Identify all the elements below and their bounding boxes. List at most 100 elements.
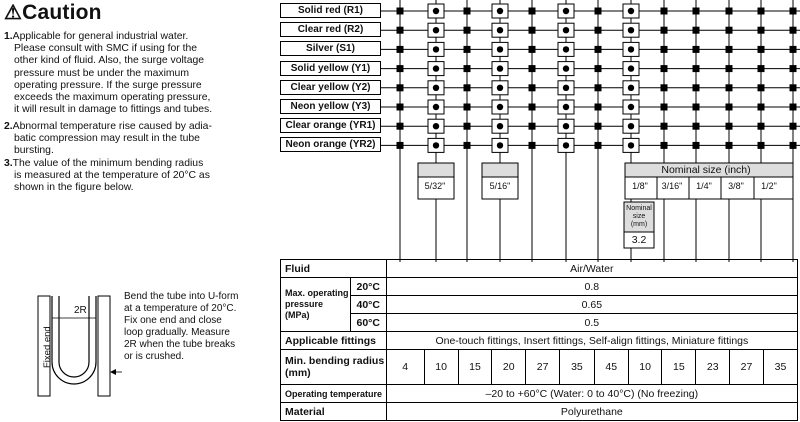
available-square — [528, 141, 536, 149]
row-pressure-20: Max. operating pressure (MPa) 20°C 0.8 — [280, 277, 799, 332]
available-square — [789, 84, 797, 92]
available-dot — [627, 7, 635, 15]
note-number: 2. — [4, 121, 13, 132]
available-square — [692, 45, 700, 53]
inch-size-label: 1/2" — [761, 181, 777, 191]
available-square — [757, 7, 765, 15]
bending-value: 27 — [525, 349, 560, 385]
arrow-left-icon — [110, 369, 116, 375]
available-square — [789, 65, 797, 73]
available-square — [396, 45, 404, 53]
bending-value: 35 — [762, 349, 799, 385]
pressure-value: 0.65 — [385, 295, 799, 314]
available-square — [789, 122, 797, 130]
available-square — [725, 122, 733, 130]
bending-value: 15 — [661, 349, 697, 385]
available-square — [789, 141, 797, 149]
nominal-mm-header — [623, 201, 655, 233]
note-line: The value of the minimum bending radius — [12, 158, 204, 169]
available-dot — [627, 123, 635, 130]
pressure-label: Max. operating pressure (MPa) — [280, 277, 351, 332]
pressure-temp: 40°C — [349, 295, 387, 314]
note-line: operating pressure. If the surge pressur… — [14, 79, 202, 91]
fixed-plate-left — [37, 295, 51, 397]
bending-value: 10 — [423, 349, 459, 385]
available-square — [692, 26, 700, 34]
note-line: Applicable for general industrial water. — [12, 31, 189, 42]
nominal-inch-title: Nominal size (inch) — [661, 164, 751, 176]
available-dot — [562, 7, 570, 15]
instruction-line: at a temperature of 20°C. — [124, 303, 237, 315]
color-label: Solid yellow (Y1) — [280, 60, 381, 76]
u-tube-outer — [51, 296, 97, 385]
available-square — [660, 103, 668, 111]
available-square — [757, 84, 765, 92]
available-square — [789, 103, 797, 111]
available-square — [757, 141, 765, 149]
optemp-label: Operating temperature — [280, 384, 387, 403]
warning-triangle-icon: ⚠ — [4, 2, 23, 24]
available-square — [396, 141, 404, 149]
available-square — [396, 84, 404, 92]
available-square — [396, 103, 404, 111]
size-label-5-16: 5/16" — [489, 181, 511, 191]
inch-size-label: 1/4" — [696, 181, 712, 191]
available-square — [594, 7, 602, 15]
available-square — [463, 26, 471, 34]
available-dot — [432, 65, 440, 72]
size-label-5-32: 5/32" — [424, 181, 446, 191]
available-dot — [627, 65, 635, 72]
available-dot — [627, 142, 635, 149]
available-square — [594, 65, 602, 73]
available-dot — [496, 103, 504, 111]
available-square — [463, 141, 471, 149]
material-value: Polyurethane — [385, 402, 799, 421]
available-dot — [496, 142, 504, 149]
available-square — [528, 103, 536, 111]
instruction-line: loop gradually. Measure — [124, 327, 230, 339]
available-dot — [627, 103, 635, 111]
pressure-value: 0.5 — [385, 313, 799, 332]
caution-note-1: 1.Applicable for general industrial wate… — [4, 31, 260, 116]
bending-label: Min. bending radius (mm) — [280, 349, 387, 385]
note-number: 3. — [4, 158, 13, 169]
caution-note-3: 3.The value of the minimum bending radiu… — [4, 158, 260, 195]
color-label: Silver (S1) — [280, 41, 381, 57]
available-square — [725, 103, 733, 111]
available-square — [789, 26, 797, 34]
available-square — [757, 26, 765, 34]
available-square — [725, 26, 733, 34]
available-square — [463, 65, 471, 73]
inch-size-label: 1/8" — [632, 181, 648, 191]
caution-heading: ⚠Caution — [4, 1, 102, 24]
available-square — [594, 26, 602, 34]
available-square — [528, 84, 536, 92]
available-dot — [496, 7, 504, 15]
available-square — [692, 141, 700, 149]
available-dot — [496, 65, 504, 72]
note-line: other kind of fluid. Also, the surge vol… — [14, 55, 205, 67]
instruction-line: Bend the tube into U-form — [124, 291, 239, 302]
available-square — [463, 122, 471, 130]
u-tube-figure — [37, 295, 122, 397]
available-square — [528, 122, 536, 130]
available-dot — [432, 123, 440, 130]
color-label: Clear red (R2) — [280, 22, 381, 38]
available-dot — [496, 84, 504, 92]
fittings-label: Applicable fittings — [280, 331, 387, 350]
note-line: it will result in damage to fittings and… — [14, 104, 213, 116]
nominal-mm-title: Nominal size (mm) — [626, 205, 652, 228]
caution-note-2: 2.Abnormal temperature rise caused by ad… — [4, 121, 260, 158]
available-square — [660, 45, 668, 53]
nominal-inch-cells — [624, 176, 794, 200]
available-square — [725, 65, 733, 73]
bending-value: 23 — [695, 349, 731, 385]
note-line: Abnormal temperature rise caused by adia… — [12, 121, 212, 132]
fittings-value: One-touch fittings, Insert fittings, Sel… — [385, 331, 799, 350]
optemp-value: –20 to +60°C (Water: 0 to 40°C) (No free… — [385, 384, 799, 403]
note-line: pressure must be under the maximum — [14, 67, 189, 79]
available-dot — [627, 46, 635, 53]
note-line: bursting. — [14, 145, 54, 157]
bending-value: 45 — [593, 349, 629, 385]
